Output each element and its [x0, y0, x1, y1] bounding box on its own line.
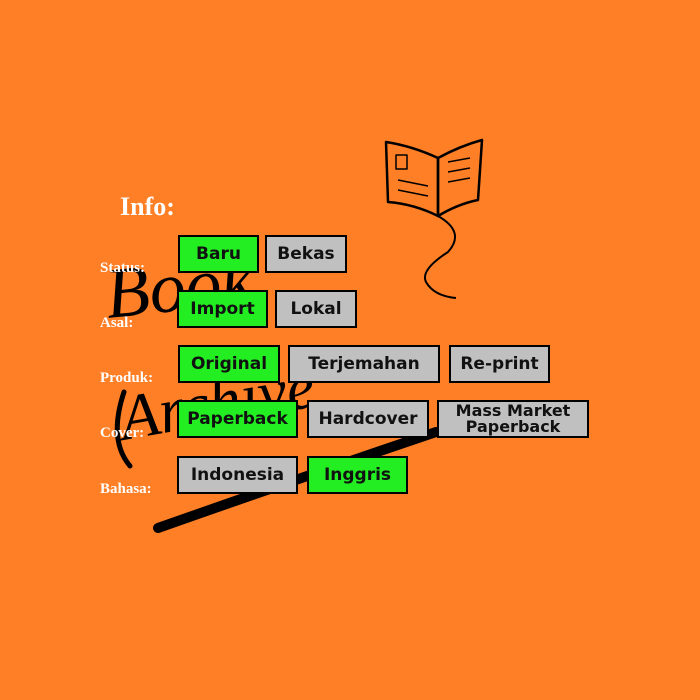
mass-market-label-line2: Paperback	[465, 417, 561, 436]
bahasa-option-indonesia[interactable]: Indonesia	[177, 456, 298, 494]
produk-option-terjemahan[interactable]: Terjemahan	[288, 345, 440, 383]
asal-label: Asal:	[100, 315, 134, 331]
status-option-bekas[interactable]: Bekas	[265, 235, 347, 273]
status-option-baru[interactable]: Baru	[178, 235, 259, 273]
produk-option-reprint[interactable]: Re-print	[449, 345, 550, 383]
bahasa-label: Bahasa:	[100, 481, 152, 497]
asal-option-lokal[interactable]: Lokal	[275, 290, 357, 328]
cover-label: Cover:	[100, 425, 145, 441]
produk-label: Produk:	[100, 370, 154, 386]
cover-option-paperback[interactable]: Paperback	[177, 400, 298, 438]
asal-option-import[interactable]: Import	[177, 290, 268, 328]
info-title: Info:	[120, 192, 175, 221]
mass-market-label-line1: Mass Market	[455, 401, 571, 420]
open-book-icon	[384, 138, 484, 299]
status-label: Status:	[100, 260, 146, 276]
cover-option-mass-market-paperback[interactable]: Mass Market Paperback	[437, 400, 589, 438]
bahasa-option-inggris[interactable]: Inggris	[307, 456, 408, 494]
produk-option-original[interactable]: Original	[178, 345, 280, 383]
cover-option-hardcover[interactable]: Hardcover	[307, 400, 429, 438]
